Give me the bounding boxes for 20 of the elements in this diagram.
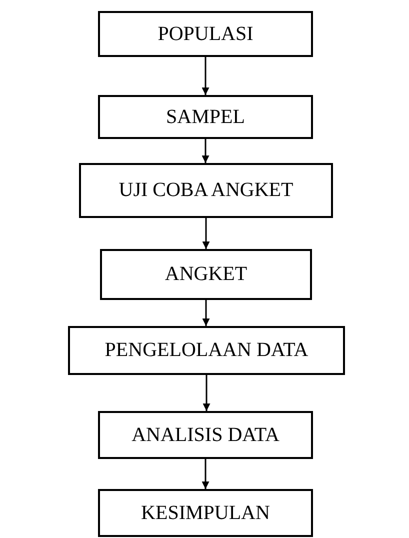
arrow bbox=[202, 139, 210, 163]
arrow bbox=[202, 218, 210, 249]
arrow bbox=[202, 57, 210, 95]
arrow bbox=[202, 375, 210, 411]
box-label: ANGKET bbox=[164, 263, 248, 286]
process-box bbox=[100, 249, 312, 300]
process-box bbox=[98, 11, 313, 57]
process-box bbox=[98, 95, 313, 139]
box-label: SAMPEL bbox=[166, 106, 245, 128]
box-label: UJI COBA ANGKET bbox=[118, 179, 294, 202]
arrow bbox=[202, 459, 210, 489]
process-box bbox=[98, 411, 313, 459]
box-label: KESIMPULAN bbox=[141, 502, 270, 524]
arrow bbox=[202, 300, 210, 326]
box-label: ANALISIS DATA bbox=[132, 424, 280, 446]
process-box bbox=[79, 163, 333, 218]
box-label: POPULASI bbox=[158, 22, 254, 46]
process-box bbox=[98, 489, 313, 537]
process-box bbox=[68, 326, 345, 375]
box-label: PENGELOLAAN DATA bbox=[104, 339, 308, 362]
